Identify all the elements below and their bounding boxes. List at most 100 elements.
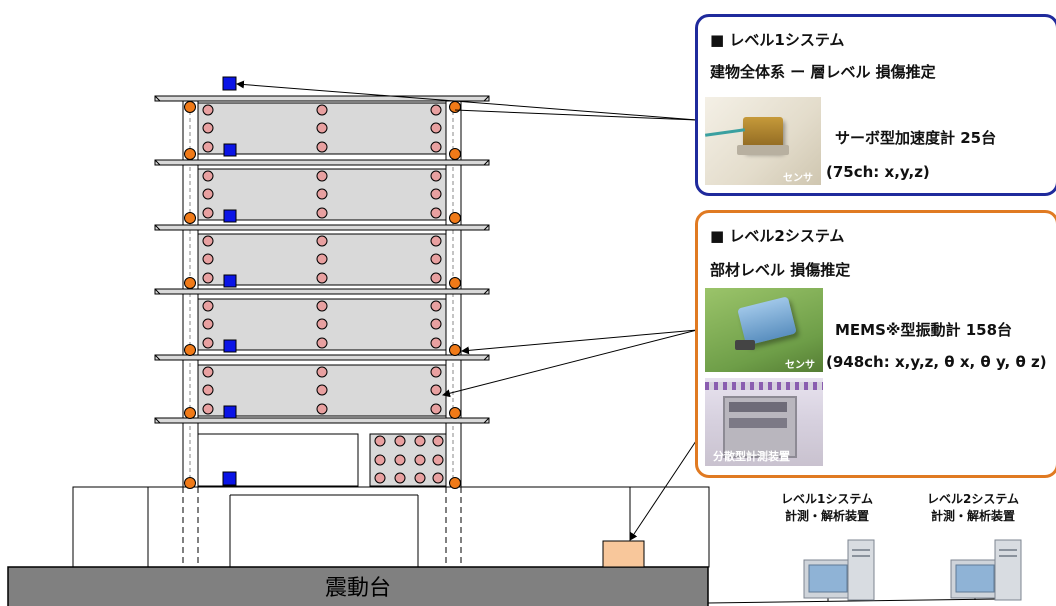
mems-sensor — [316, 253, 328, 265]
mems-sensor — [316, 235, 328, 247]
accelerometer-caption: センサ — [783, 173, 813, 184]
accelerometer-sensor — [223, 405, 237, 419]
mems-sensor — [202, 300, 214, 312]
mems-sensor — [432, 472, 444, 484]
level2-sensor-label: MEMS※型振動計 158台 — [835, 321, 1013, 339]
mems-sensor — [202, 122, 214, 134]
floor-slab — [154, 224, 490, 231]
slab-edge — [154, 224, 490, 231]
mems-sensor — [316, 207, 328, 219]
pc1-label-line1: レベル1システム — [781, 492, 873, 506]
column-sensor — [184, 407, 196, 419]
column-sensor — [449, 148, 461, 160]
mems-sensor — [202, 170, 214, 182]
level2-heading: ■ レベル2システム — [710, 227, 845, 245]
mems-sensor-icon — [737, 296, 797, 346]
floor-slabs — [154, 95, 490, 424]
mems-sensor — [202, 272, 214, 284]
level2-subheading: 部材レベル 損傷推定 — [710, 261, 851, 279]
floor-slab — [154, 95, 490, 102]
mems-photo: センサ — [705, 288, 823, 372]
mems-sensor — [430, 318, 442, 330]
pc-screen — [955, 564, 995, 593]
mems-sensor — [316, 141, 328, 153]
mems-sensor — [202, 403, 214, 415]
distributed-device-photo: 分散型計測装置 — [705, 378, 823, 466]
accelerometer-sensor — [223, 143, 237, 157]
mems-sensor — [374, 454, 386, 466]
column-sensor — [449, 344, 461, 356]
mems-sensor — [316, 300, 328, 312]
column-sensor — [449, 477, 461, 489]
floor-slab — [154, 159, 490, 166]
mems-sensor — [430, 104, 442, 116]
mems-sensor — [202, 384, 214, 396]
column-sensor — [449, 101, 461, 113]
column-sensor — [449, 212, 461, 224]
pc2-label-line1: レベル2システム — [927, 492, 1019, 506]
mems-sensor — [374, 435, 386, 447]
level1-channels: (75ch: x,y,z) — [826, 163, 930, 181]
mems-caption: センサ — [785, 360, 815, 371]
shake-table — [7, 566, 709, 606]
mems-sensor — [202, 141, 214, 153]
slab-edge — [154, 159, 490, 166]
level1-subheading: 建物全体系 ー 層レベル 損傷推定 — [710, 63, 936, 81]
mems-sensor — [430, 188, 442, 200]
column-sensor — [184, 101, 196, 113]
mems-sensor — [316, 188, 328, 200]
mems-sensor — [394, 454, 406, 466]
level1-heading: ■ レベル1システム — [710, 31, 845, 49]
column-sensor — [184, 277, 196, 289]
floor-slab — [154, 354, 490, 361]
pc1-label-line2: 計測・解析装置 — [784, 509, 869, 523]
accelerometer-sensor — [223, 274, 237, 288]
level1-sensor-label: サーボ型加速度計 25台 — [835, 129, 997, 147]
shake-table-label: 震動台 — [325, 576, 391, 601]
mems-sensor — [202, 104, 214, 116]
mems-sensor — [316, 272, 328, 284]
mems-sensor — [430, 170, 442, 182]
mems-sensor — [430, 403, 442, 415]
mems-sensor — [316, 318, 328, 330]
ground-accelerometer — [222, 471, 237, 486]
mems-sensor — [430, 366, 442, 378]
floor-slab — [154, 417, 490, 424]
accelerometer-sensor — [223, 339, 237, 353]
mems-sensor — [430, 300, 442, 312]
mems-sensor — [316, 403, 328, 415]
measurement-unit — [602, 540, 645, 568]
sensors — [184, 76, 461, 489]
column-sensor — [449, 407, 461, 419]
mems-sensor — [202, 235, 214, 247]
floor-slab — [154, 288, 490, 295]
column-sensor — [184, 212, 196, 224]
roof-accelerometer — [222, 76, 237, 91]
mems-sensor — [394, 435, 406, 447]
level1-panel: ■ レベル1システム 建物全体系 ー 層レベル 損傷推定 センサ サーボ型加速度… — [695, 14, 1056, 196]
mems-sensor — [316, 122, 328, 134]
ground-floor-opening — [197, 433, 359, 487]
mems-sensor — [202, 337, 214, 349]
level2-channels: (948ch: x,y,z, θ x, θ y, θ z) — [826, 353, 1047, 371]
mems-sensor — [430, 384, 442, 396]
column-sensor — [184, 477, 196, 489]
column-sensor — [184, 344, 196, 356]
mems-sensor — [414, 454, 426, 466]
mems-sensor — [202, 318, 214, 330]
mems-sensor — [202, 207, 214, 219]
mems-sensor — [316, 104, 328, 116]
pc-icon — [803, 539, 875, 601]
pc-icon — [950, 539, 1022, 601]
mems-sensor — [202, 366, 214, 378]
pc2-label-line2: 計測・解析装置 — [930, 509, 1015, 523]
mems-sensor — [374, 472, 386, 484]
mems-sensor — [430, 272, 442, 284]
mems-sensor — [430, 207, 442, 219]
mems-sensor — [202, 188, 214, 200]
mems-sensor — [202, 253, 214, 265]
mems-sensor — [414, 435, 426, 447]
column-sensor — [184, 148, 196, 160]
mems-sensor — [316, 366, 328, 378]
